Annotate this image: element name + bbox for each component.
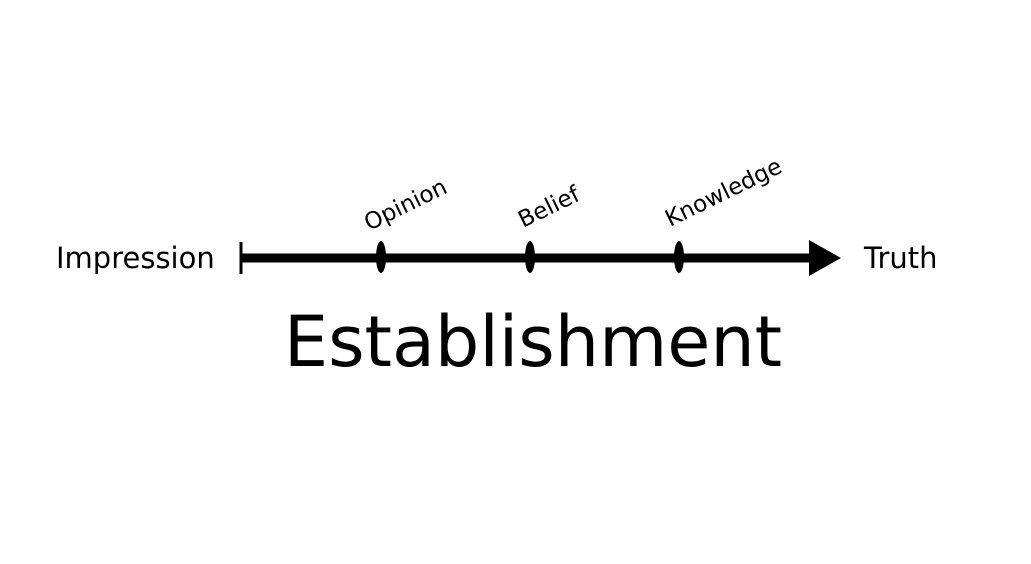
end-label: Truth <box>863 241 938 275</box>
marker-opinion <box>376 241 386 273</box>
marker-belief <box>525 241 535 273</box>
caption: Establishment <box>284 301 782 383</box>
axis-arrow-head <box>809 240 841 276</box>
start-label: Impression <box>56 241 215 275</box>
marker-knowledge <box>674 241 684 273</box>
